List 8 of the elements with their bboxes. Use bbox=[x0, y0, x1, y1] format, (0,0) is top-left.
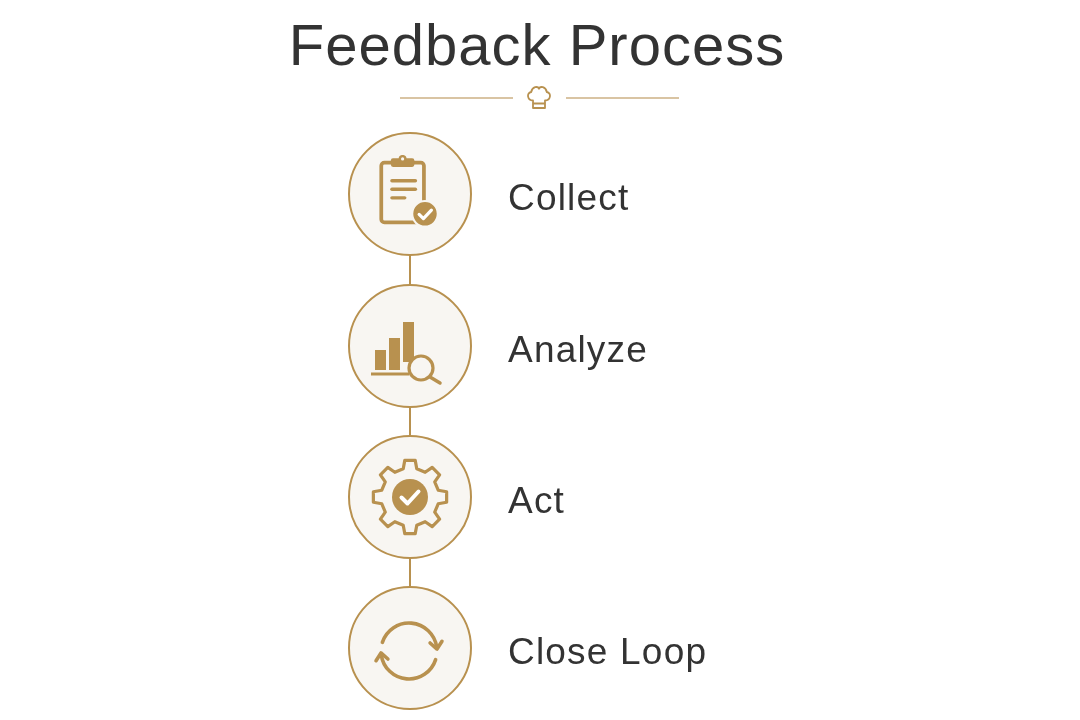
step-label: Act bbox=[508, 479, 566, 523]
step-label: Analyze bbox=[508, 328, 649, 372]
step-label: Collect bbox=[508, 176, 630, 220]
diagram-title: Feedback Process bbox=[287, 12, 787, 78]
connector-line bbox=[409, 255, 411, 285]
connector-line bbox=[409, 558, 411, 587]
step-label: Close Loop bbox=[508, 630, 708, 674]
connector-line bbox=[409, 407, 411, 436]
